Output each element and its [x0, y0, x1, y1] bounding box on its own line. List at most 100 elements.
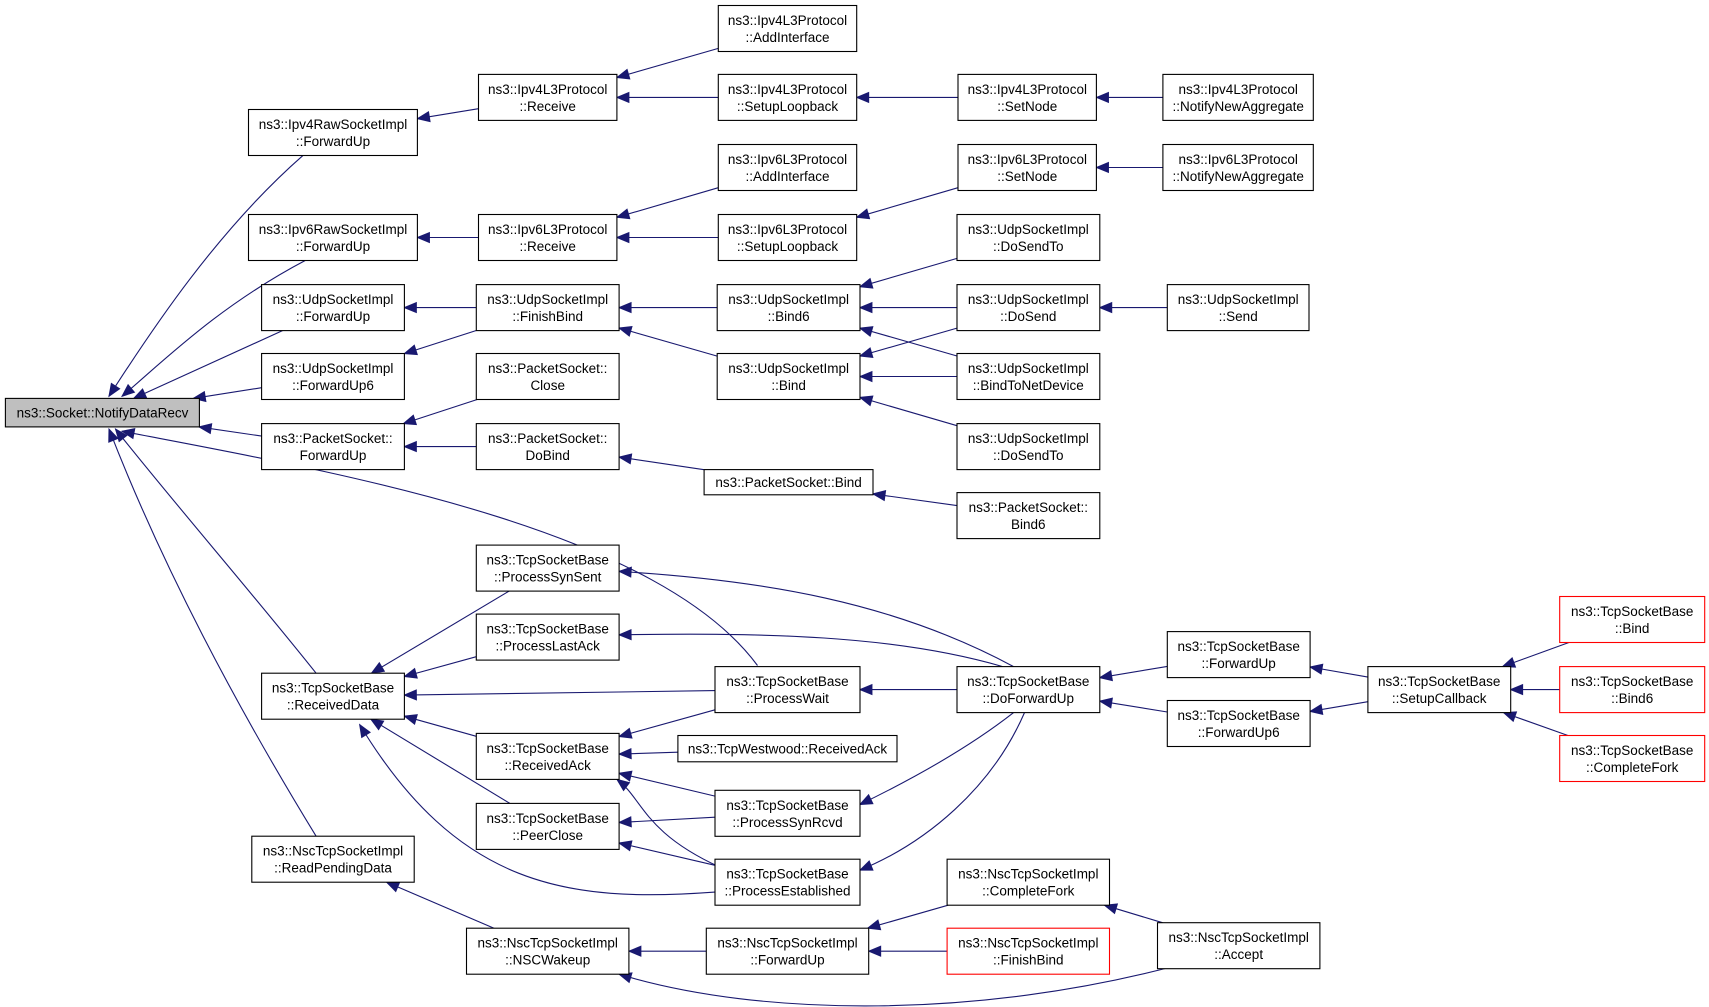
arrowhead [416, 111, 431, 123]
node-pktbind6[interactable]: ns3::PacketSocket::Bind6 [956, 492, 1101, 540]
node-udpfw[interactable]: ns3::UdpSocketImpl::ForwardUp [261, 284, 405, 332]
node-label: ns3::TcpWestwood::ReceivedAck [688, 742, 888, 757]
node-nscwakeup[interactable]: ns3::NscTcpSocketImpl::NSCWakeup [465, 927, 630, 975]
node-ipv6notify[interactable]: ns3::Ipv6L3Protocol::NotifyNewAggregate [1162, 143, 1314, 192]
node-tcplastack[interactable]: ns3::TcpSocketBase::ProcessLastAck [475, 613, 620, 661]
node-udpbind[interactable]: ns3::UdpSocketImpl::Bind [716, 352, 861, 401]
node-tcpbind[interactable]: ns3::TcpSocketBase::Bind [1559, 595, 1706, 644]
edge-ipv4loop-to-ipv4recv [615, 91, 719, 104]
node-label: ns3::UdpSocketImpl [968, 292, 1089, 307]
node-label: ::ForwardUp [1202, 656, 1276, 671]
node-label: ns3::TcpSocketBase [1571, 743, 1693, 758]
node-udpbind6[interactable]: ns3::UdpSocketImpl::Bind6 [716, 284, 861, 332]
node-label: ::SetupLoopback [737, 99, 839, 114]
node-label: ns3::Ipv6RawSocketImpl [259, 222, 408, 237]
node-ipv4raw[interactable]: ns3::Ipv4RawSocketImpl::ForwardUp [247, 108, 418, 157]
node-tcpbind6[interactable]: ns3::TcpSocketBase::Bind6 [1559, 666, 1706, 714]
node-box [956, 492, 1101, 540]
node-udpdosendto1[interactable]: ns3::UdpSocketImpl::DoSendTo [956, 213, 1101, 262]
edge-line [872, 493, 958, 507]
edge-line [619, 816, 716, 824]
node-box [705, 927, 870, 975]
node-label: ns3::NscTcpSocketImpl [958, 867, 1098, 882]
node-label: ::FinishBind [993, 953, 1064, 968]
node-udpfw6[interactable]: ns3::UdpSocketImpl::ForwardUp6 [261, 352, 405, 401]
node-root[interactable]: ns3::Socket::NotifyDataRecv [4, 397, 200, 428]
arrowhead [615, 68, 631, 80]
node-nscaccept[interactable]: ns3::NscTcpSocketImpl::Accept [1156, 922, 1321, 970]
node-tcpdofw[interactable]: ns3::TcpSocketBase::DoForwardUp [956, 666, 1101, 714]
node-label: ns3::TcpSocketBase [1178, 708, 1300, 723]
node-label: ::CompleteFork [982, 884, 1075, 899]
node-tcpsynrcvd[interactable]: ns3::TcpSocketBase::ProcessSynRcvd [714, 789, 861, 837]
node-udpdosend[interactable]: ns3::UdpSocketImpl::DoSend [956, 284, 1101, 332]
node-ipv6setnode[interactable]: ns3::Ipv6L3Protocol::SetNode [957, 143, 1097, 192]
node-ipv6loop[interactable]: ns3::Ipv6L3Protocol::SetupLoopback [717, 213, 858, 262]
node-tcpwait[interactable]: ns3::TcpSocketBase::ProcessWait [714, 666, 861, 714]
node-box [261, 352, 405, 401]
node-ipv4loop[interactable]: ns3::Ipv4L3Protocol::SetupLoopback [717, 73, 858, 121]
node-pktbind[interactable]: ns3::PacketSocket::Bind [703, 469, 874, 496]
node-layer: ns3::Socket::NotifyDataRecv ns3::Ipv4RawS… [4, 4, 1706, 975]
node-ipv4notify[interactable]: ns3::Ipv4L3Protocol::NotifyNewAggregate [1162, 73, 1314, 121]
edge-tcplastack-to-tcprecv [403, 656, 477, 679]
node-tcpfw[interactable]: ns3::TcpSocketBase::ForwardUp [1166, 631, 1311, 679]
node-udpbindnet[interactable]: ns3::UdpSocketImpl::BindToNetDevice [956, 352, 1101, 401]
node-udpfinish[interactable]: ns3::UdpSocketImpl::FinishBind [475, 284, 620, 332]
node-tcpestab[interactable]: ns3::TcpSocketBase::ProcessEstablished [714, 858, 861, 906]
node-box [1559, 666, 1706, 714]
node-label: ns3::UdpSocketImpl [968, 222, 1089, 237]
arrowhead [1501, 656, 1517, 668]
node-tcpsynsent[interactable]: ns3::TcpSocketBase::ProcessSynSent [475, 544, 620, 592]
node-udpsend[interactable]: ns3::UdpSocketImpl::Send [1166, 284, 1310, 332]
node-label: ::DoSend [1000, 309, 1056, 324]
node-udpdosendto2[interactable]: ns3::UdpSocketImpl::DoSendTo [956, 423, 1101, 471]
edge-line [370, 718, 511, 804]
arrowhead [858, 793, 874, 806]
arrowhead [1098, 301, 1113, 314]
node-ipv6addif[interactable]: ns3::Ipv6L3Protocol::AddInterface [717, 143, 858, 192]
node-label: ::ProcessEstablished [724, 884, 850, 899]
node-box [957, 73, 1097, 121]
node-box [1162, 143, 1314, 192]
node-label: ns3::PacketSocket:: [969, 500, 1088, 515]
node-box [716, 284, 861, 332]
node-box [4, 397, 200, 428]
node-label: ::NotifyNewAggregate [1173, 99, 1304, 114]
node-pktclose[interactable]: ns3::PacketSocket::Close [475, 352, 620, 401]
node-label: ns3::TcpSocketBase [487, 553, 609, 568]
node-pktfw[interactable]: ns3::PacketSocket::ForwardUp [261, 423, 405, 471]
node-nscfinish[interactable]: ns3::NscTcpSocketImpl::FinishBind [946, 927, 1111, 975]
node-nscfw[interactable]: ns3::NscTcpSocketImpl::ForwardUp [705, 927, 870, 975]
node-label: ns3::NscTcpSocketImpl [1169, 930, 1309, 945]
node-label: ::ProcessSynSent [494, 570, 602, 585]
node-tcpsetcb[interactable]: ns3::TcpSocketBase::SetupCallback [1367, 666, 1512, 714]
node-nscread[interactable]: ns3::NscTcpSocketImpl::ReadPendingData [251, 835, 415, 883]
arrowhead [615, 778, 631, 792]
node-tcpcompfork[interactable]: ns3::TcpSocketBase::CompleteFork [1559, 734, 1706, 783]
node-tcprecv[interactable]: ns3::TcpSocketBase::ReceivedData [261, 672, 405, 720]
edge-line [859, 257, 958, 288]
arrowhead [858, 860, 874, 871]
node-label: ns3::Ipv4L3Protocol [728, 13, 847, 28]
node-ipv6recv[interactable]: ns3::Ipv6L3Protocol::Receive [477, 213, 618, 262]
arrowhead [617, 566, 632, 578]
node-tcppeerclose[interactable]: ns3::TcpSocketBase::PeerClose [475, 802, 620, 850]
node-tcpfw6[interactable]: ns3::TcpSocketBase::ForwardUp6 [1166, 699, 1311, 748]
arrowhead [1095, 161, 1109, 174]
node-nsccompfork[interactable]: ns3::NscTcpSocketImpl::CompleteFork [946, 858, 1111, 906]
node-label: ::Bind [771, 378, 806, 393]
node-ipv4setnode[interactable]: ns3::Ipv4L3Protocol::SetNode [957, 73, 1097, 121]
node-label: ns3::UdpSocketImpl [273, 292, 394, 307]
node-westwood[interactable]: ns3::TcpWestwood::ReceivedAck [677, 734, 898, 763]
edge-line [121, 430, 758, 666]
edge-udpfinish-to-udpfw [403, 301, 477, 314]
node-box [717, 4, 858, 53]
node-ipv4addif[interactable]: ns3::Ipv4L3Protocol::AddInterface [717, 4, 858, 53]
node-box [477, 213, 618, 262]
node-pktdobind[interactable]: ns3::PacketSocket::DoBind [475, 423, 620, 471]
node-ipv4recv[interactable]: ns3::Ipv4L3Protocol::Receive [477, 73, 618, 121]
node-ipv6raw[interactable]: ns3::Ipv6RawSocketImpl::ForwardUp [247, 213, 418, 262]
node-label: ::Receive [520, 239, 576, 254]
node-tcprecvack[interactable]: ns3::TcpSocketBase::ReceivedAck [475, 732, 620, 780]
